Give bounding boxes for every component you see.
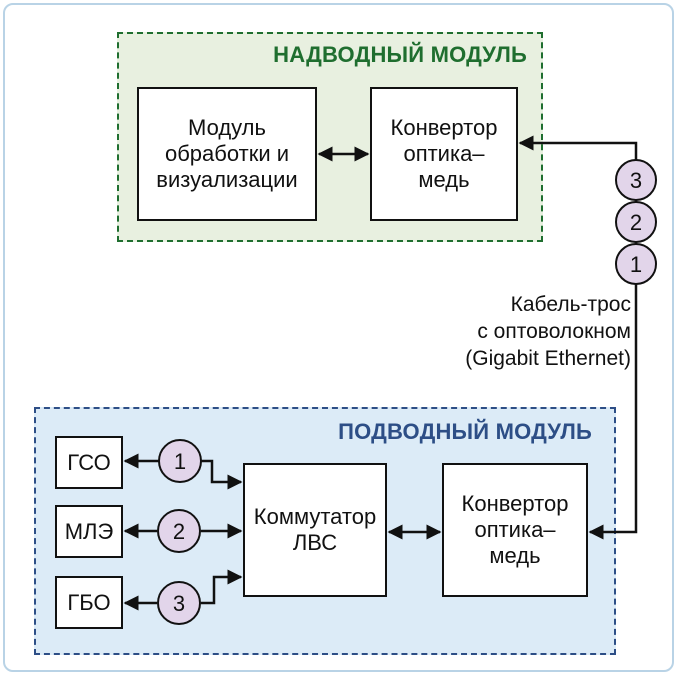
svg-text:3: 3 — [630, 168, 642, 193]
svg-text:1: 1 — [174, 449, 186, 474]
surface-converter-box: Конвертор оптика– медь — [370, 87, 518, 221]
cable-channel-badge-2: 2 — [615, 201, 657, 243]
svg-text:3: 3 — [173, 591, 185, 616]
svg-text:2: 2 — [630, 210, 642, 235]
device-link-gbo-right — [201, 569, 243, 605]
svg-text:2: 2 — [173, 519, 185, 544]
device-box-gso: ГСО — [55, 436, 123, 489]
device-box-gbo: ГБО — [55, 576, 123, 629]
cable-channel-badge-1: 1 — [615, 243, 657, 285]
cable-channel-badge-3: 3 — [615, 159, 657, 201]
device-link-gso-right — [200, 459, 243, 490]
lan-switch-box: Коммутатор ЛВС — [243, 463, 387, 597]
cable-line — [518, 135, 638, 540]
device-channel-badge-3: 3 — [157, 581, 201, 625]
device-channel-badge-1: 1 — [158, 439, 202, 483]
svg-text:1: 1 — [630, 252, 642, 277]
surface-module-title: НАДВОДНЫЙ МОДУЛЬ — [273, 42, 527, 67]
device-box-mle: МЛЭ — [55, 505, 123, 558]
processing-visualization-module-box: Модуль обработки и визуализации — [137, 87, 317, 221]
outer-frame — [3, 3, 674, 672]
device-channel-badge-2: 2 — [157, 509, 201, 553]
